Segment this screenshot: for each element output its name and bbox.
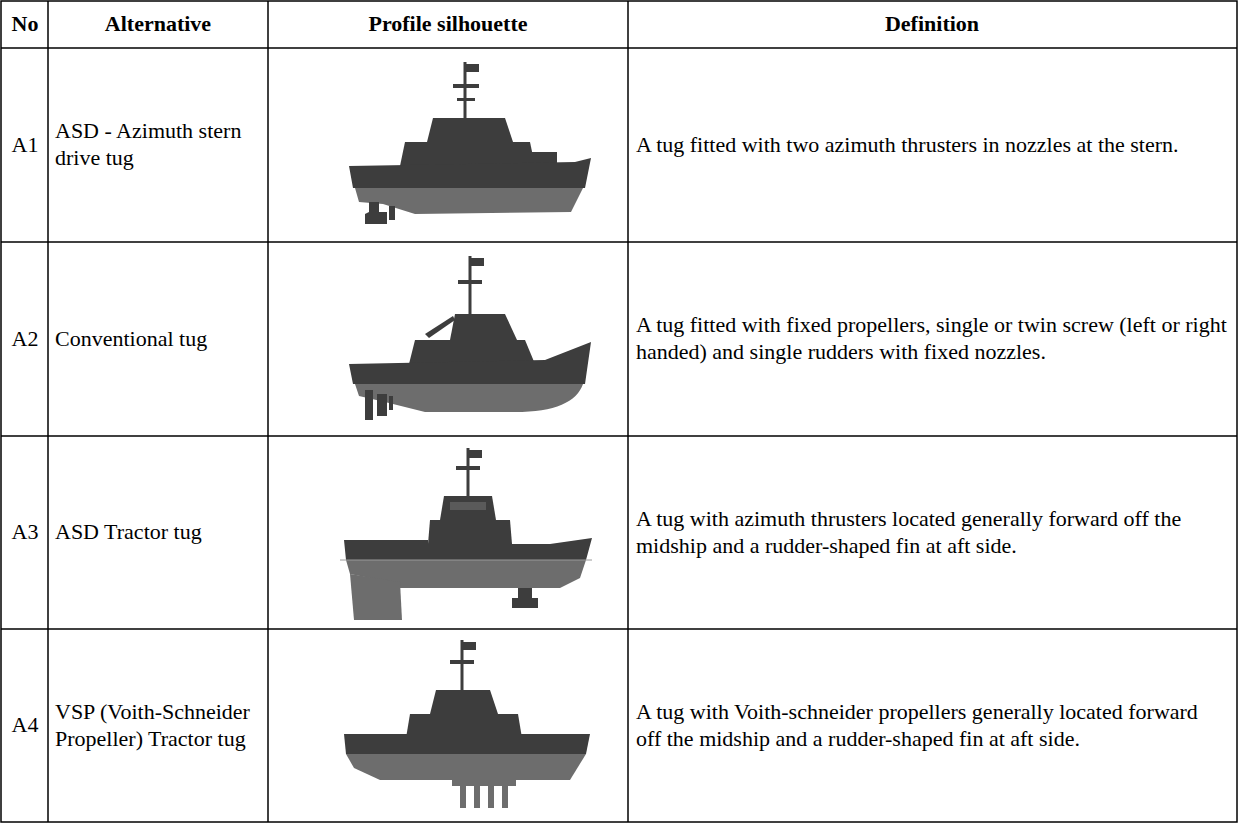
row-number-cell: A1 bbox=[2, 48, 48, 242]
alternative-name: Conventional tug bbox=[55, 326, 207, 353]
alternative-name-cell: ASD - Azimuth stern drive tug bbox=[48, 48, 268, 242]
alternative-name-cell: VSP (Voith-Schneider Propeller) Tractor … bbox=[48, 629, 268, 822]
row-number-cell: A2 bbox=[2, 242, 48, 436]
alternative-name: VSP (Voith-Schneider Propeller) Tractor … bbox=[55, 699, 261, 753]
definition-text: A tug with Voith-schneider propellers ge… bbox=[636, 699, 1228, 753]
alternative-name-cell: Conventional tug bbox=[48, 242, 268, 436]
row-rule bbox=[1, 628, 1237, 630]
asd-tractor-tug-silhouette bbox=[340, 448, 592, 620]
definition-text-cell: A tug with azimuth thrusters located gen… bbox=[628, 436, 1236, 629]
table-header-cell: Profile silhouette bbox=[268, 1, 628, 48]
column-rule bbox=[627, 1, 629, 822]
table-header-cell: Definition bbox=[628, 1, 1236, 48]
table-header: Alternative bbox=[105, 11, 211, 38]
table-header: No bbox=[12, 11, 39, 38]
row-number-cell: A4 bbox=[2, 629, 48, 822]
row-number: A1 bbox=[12, 132, 39, 159]
column-rule bbox=[47, 1, 49, 822]
table-header: Profile silhouette bbox=[368, 11, 527, 38]
row-rule bbox=[1, 435, 1237, 437]
column-rule bbox=[267, 1, 269, 822]
alternative-name: ASD - Azimuth stern drive tug bbox=[55, 118, 261, 172]
alternative-name-cell: ASD Tractor tug bbox=[48, 436, 268, 629]
table-header-cell: No bbox=[2, 1, 48, 48]
row-number: A2 bbox=[12, 326, 39, 353]
definition-text-cell: A tug fitted with two azimuth thrusters … bbox=[628, 48, 1236, 242]
table-header-cell: Alternative bbox=[48, 1, 268, 48]
definition-text-cell: A tug with Voith-schneider propellers ge… bbox=[628, 629, 1236, 822]
row-rule bbox=[1, 241, 1237, 243]
definition-text: A tug fitted with fixed propellers, sing… bbox=[636, 312, 1228, 366]
conventional-tug-silhouette bbox=[349, 256, 591, 420]
definition-text-cell: A tug fitted with fixed propellers, sing… bbox=[628, 242, 1236, 436]
asd-tug-silhouette bbox=[349, 62, 591, 224]
row-rule bbox=[1, 47, 1237, 49]
row-number: A3 bbox=[12, 519, 39, 546]
row-number: A4 bbox=[12, 712, 39, 739]
row-number-cell: A3 bbox=[2, 436, 48, 629]
table-header: Definition bbox=[885, 11, 979, 38]
definition-text: A tug fitted with two azimuth thrusters … bbox=[636, 132, 1179, 159]
vsp-tractor-tug-silhouette bbox=[344, 640, 590, 808]
alternative-name: ASD Tractor tug bbox=[55, 519, 202, 546]
definition-text: A tug with azimuth thrusters located gen… bbox=[636, 506, 1228, 560]
